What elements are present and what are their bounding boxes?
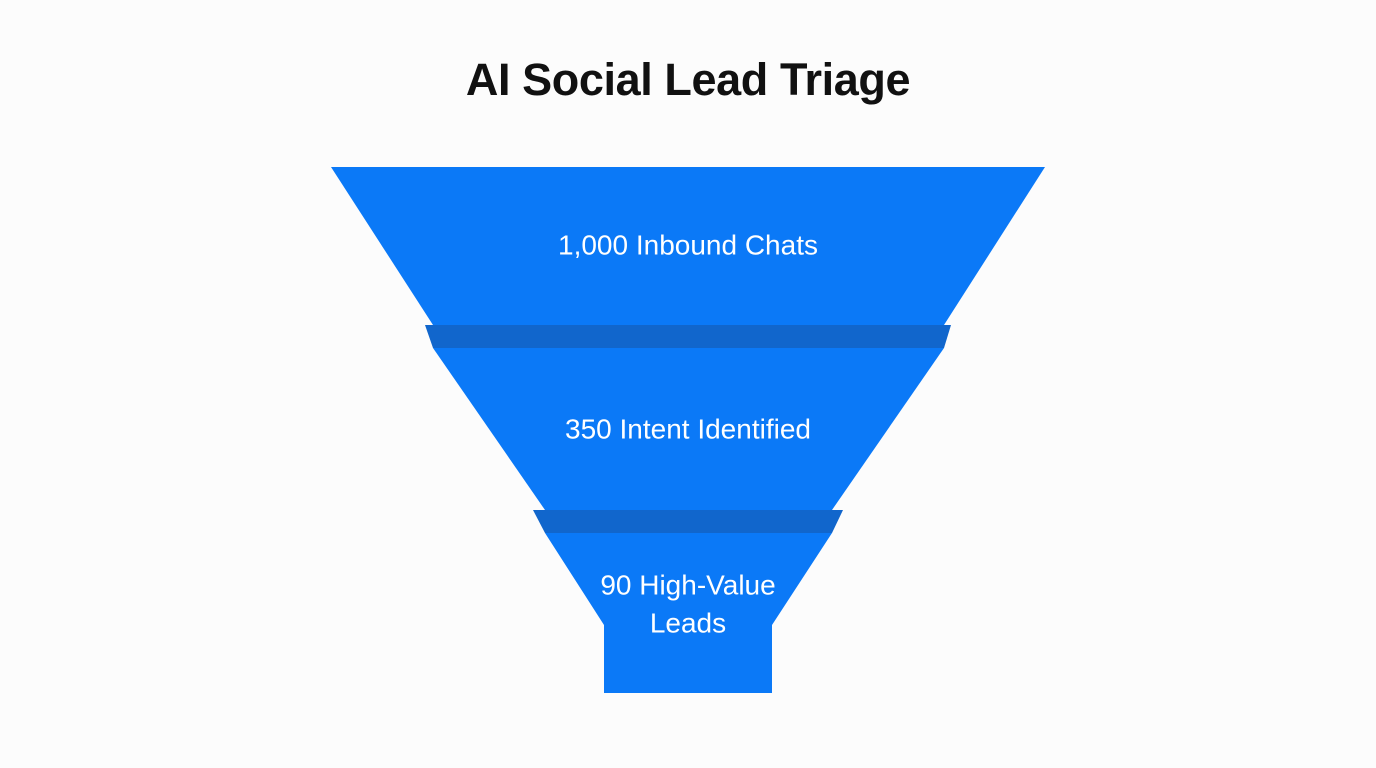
funnel-label-1: 1,000 Inbound Chats xyxy=(558,229,818,260)
funnel-segment-3[interactable] xyxy=(545,533,832,693)
funnel-label-3-line1: 90 High-Value xyxy=(600,569,775,600)
funnel-segment-2[interactable] xyxy=(433,348,944,510)
funnel-label-2: 350 Intent Identified xyxy=(565,413,811,444)
funnel-connector-1 xyxy=(425,325,951,348)
funnel-label-3-line2: Leads xyxy=(650,607,726,638)
funnel-segment-1[interactable] xyxy=(331,167,1045,325)
funnel-connector-2 xyxy=(533,510,843,533)
chart-title: AI Social Lead Triage xyxy=(465,54,911,105)
